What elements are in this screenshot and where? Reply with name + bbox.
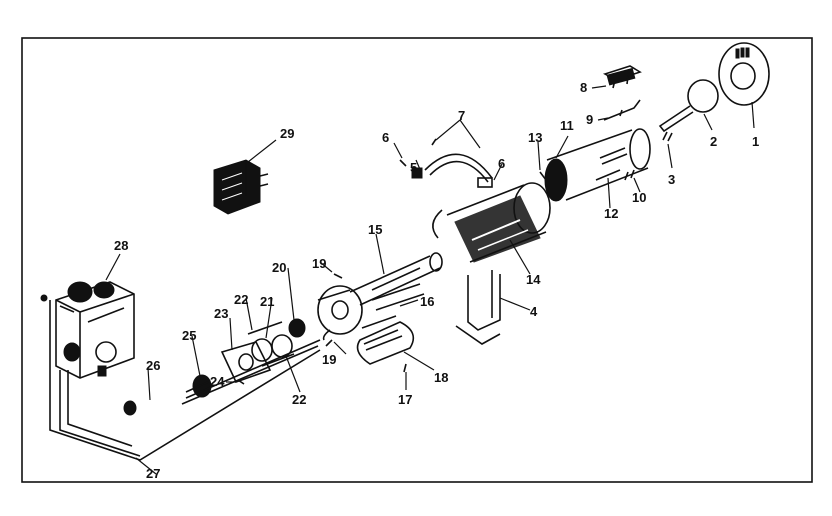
label-part-7: 7	[458, 108, 465, 123]
label-part-6-left: 6	[382, 130, 389, 145]
label-part-20: 20	[272, 260, 286, 275]
label-part-11: 11	[560, 118, 574, 133]
label-part-24: 24	[210, 374, 225, 389]
label-part-18: 18	[434, 370, 448, 385]
part-6-screw-left	[399, 159, 407, 167]
diagram-frame	[21, 37, 813, 483]
label-part-21: 21	[260, 294, 274, 309]
part-23-plate	[220, 341, 272, 383]
leader-lines	[105, 85, 755, 475]
label-part-29: 29	[280, 126, 294, 141]
part-1-cover-plate	[718, 42, 770, 106]
part-10-clips	[624, 169, 635, 181]
label-part-14: 14	[526, 272, 541, 287]
part-7-screw	[431, 138, 437, 146]
label-part-19-top: 19	[312, 256, 326, 271]
label-part-22-bottom: 22	[292, 392, 306, 407]
part-3-screws	[662, 131, 673, 142]
label-part-6-right: 6	[498, 156, 505, 171]
part-4-bracket	[455, 270, 501, 345]
label-part-27: 27	[146, 466, 160, 481]
part-20-orifice	[288, 318, 306, 338]
part-13-screw	[539, 171, 547, 181]
label-part-13: 13	[528, 130, 542, 145]
part-8-bracket	[602, 65, 642, 89]
part-27-tubing	[49, 300, 321, 461]
label-part-26: 26	[146, 358, 160, 373]
part-29-module	[213, 159, 269, 215]
part-24-screw	[237, 379, 245, 385]
label-part-12: 12	[604, 206, 618, 221]
label-part-10: 10	[632, 190, 646, 205]
label-part-2: 2	[710, 134, 717, 149]
part-15-burner-tube	[349, 252, 443, 306]
label-part-8: 8	[580, 80, 587, 95]
label-part-23: 23	[214, 306, 228, 321]
label-part-16: 16	[420, 294, 434, 309]
part-2-disc	[658, 79, 719, 133]
part-9-bracket	[603, 99, 641, 121]
label-part-15: 15	[368, 222, 382, 237]
label-part-17: 17	[398, 392, 412, 407]
part-labels: 1 2 3 4 5 6 6 7 8 9 10 11 12 13 14 15 16…	[114, 80, 759, 481]
part-11-rear-tube	[544, 128, 651, 202]
label-part-9: 9	[586, 112, 593, 127]
part-14-main-cylinder	[432, 182, 551, 263]
label-part-25: 25	[182, 328, 196, 343]
label-part-19-bottom: 19	[322, 352, 336, 367]
part-28-gas-valve	[40, 281, 135, 379]
label-part-22-top: 22	[234, 292, 248, 307]
part-17-screw	[403, 363, 407, 373]
label-part-28: 28	[114, 238, 128, 253]
part-25-fitting	[185, 374, 212, 398]
label-part-4: 4	[530, 304, 538, 319]
part-18-shield	[356, 321, 415, 365]
label-part-3: 3	[668, 172, 675, 187]
label-part-5: 5	[410, 160, 417, 175]
part-19-screws	[325, 273, 343, 347]
part-16-burner-head	[317, 283, 425, 341]
gas-line	[181, 339, 321, 405]
label-part-1: 1	[752, 134, 759, 149]
part-5-thermocouple	[411, 153, 493, 188]
part-26-elbow	[123, 396, 183, 416]
